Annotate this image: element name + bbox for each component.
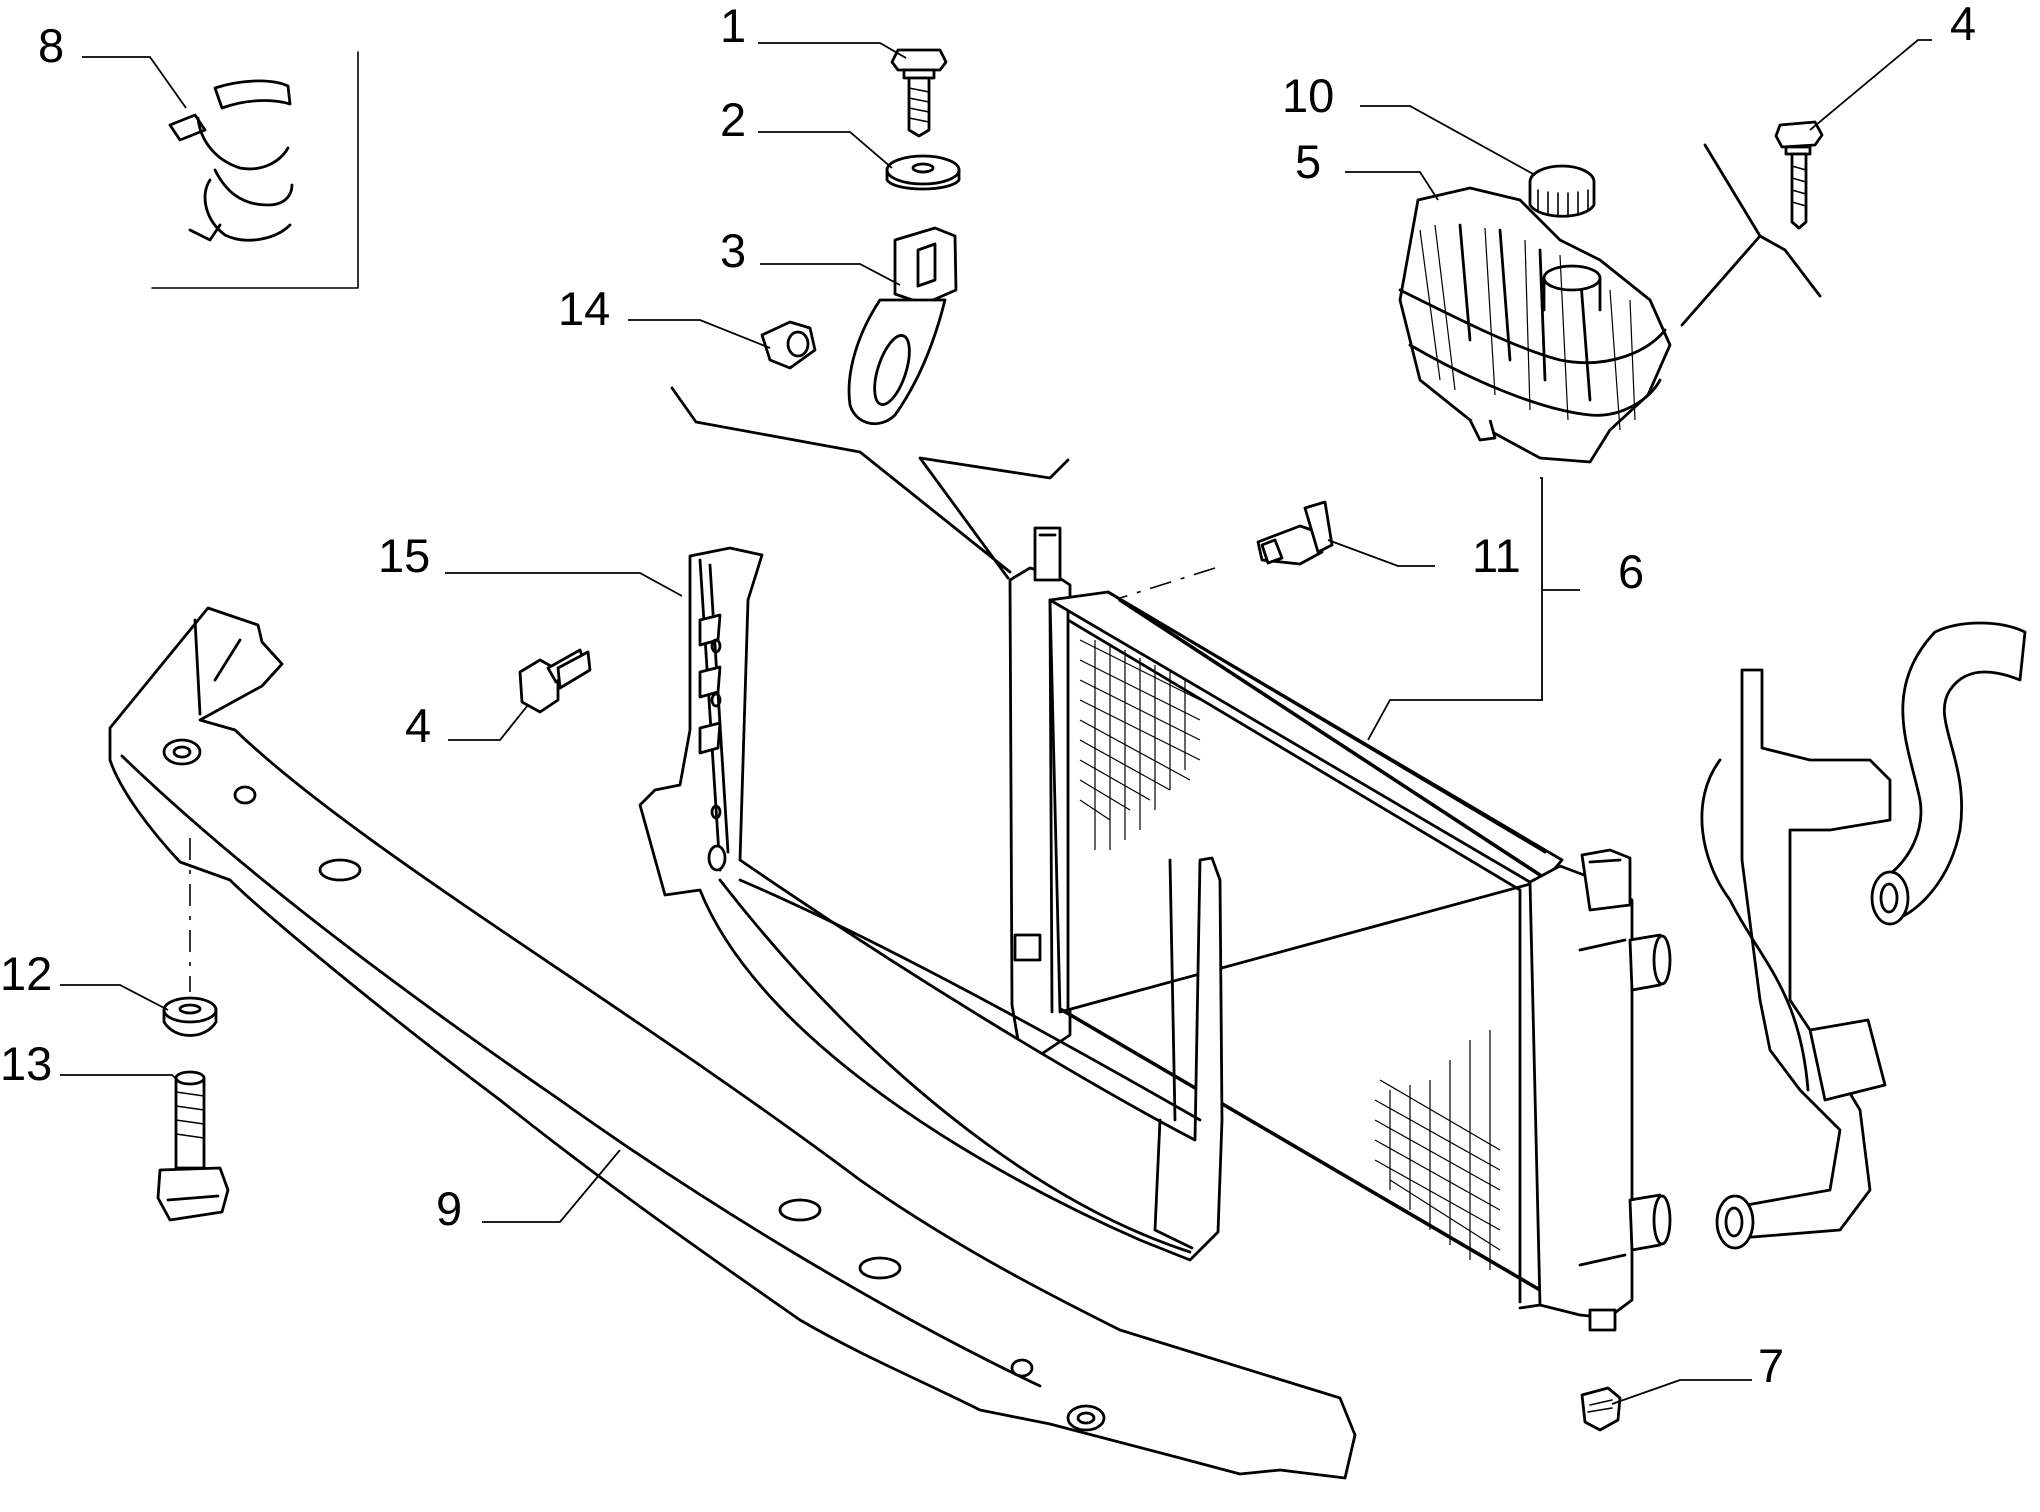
- leader-9: [482, 1149, 621, 1223]
- callout-1: 1: [720, 0, 746, 52]
- coolant-hoses: [1700, 621, 2027, 1250]
- part-15-fan-shroud: [638, 546, 1224, 1262]
- part-6-radiator: [1008, 526, 1672, 1332]
- leader-15: [445, 572, 683, 597]
- part-4-bolt-mid: [518, 648, 592, 714]
- part-7-drain-plug: [1580, 1386, 1622, 1432]
- leader-4-top: [1809, 39, 1932, 131]
- callout-3: 3: [720, 224, 746, 277]
- part-12-washer: [162, 996, 218, 1037]
- part-4-bolt-top: [1774, 120, 1824, 230]
- callout-11: 11: [1472, 529, 1521, 582]
- part-8-hose-clamp: [151, 51, 359, 289]
- callout-6: 6: [1618, 545, 1644, 598]
- leader-13: [60, 1074, 181, 1083]
- leader-1: [758, 42, 907, 59]
- leader-8: [82, 56, 187, 109]
- callout-5: 5: [1295, 135, 1321, 188]
- callout-12: 12: [0, 947, 52, 1000]
- callout-13: 13: [0, 1037, 52, 1090]
- part-14-nut: [760, 320, 817, 370]
- part-3-bracket: [847, 226, 958, 425]
- leader-11: [1327, 539, 1435, 567]
- leader-10: [1360, 105, 1536, 176]
- leader-7: [1611, 1379, 1752, 1405]
- callout-7: 7: [1758, 1339, 1784, 1392]
- part-1-bolt: [890, 48, 948, 138]
- callout-4-mid: 4: [405, 699, 431, 752]
- callout-4-top: 4: [1950, 0, 1976, 50]
- leader-3: [760, 263, 901, 286]
- leader-2: [758, 131, 893, 169]
- leader-12: [60, 984, 169, 1011]
- callout-9: 9: [436, 1182, 462, 1235]
- mount-lines-upper: [670, 386, 1070, 580]
- mount-lines-tank: [1680, 143, 1822, 327]
- callout-14: 14: [558, 282, 610, 335]
- leader-6: [1367, 477, 1580, 741]
- leader-5: [1345, 171, 1439, 201]
- part-9-cross-member: [108, 606, 1357, 1480]
- part-13-bolt: [156, 1070, 230, 1222]
- callout-8: 8: [38, 19, 64, 72]
- part-10-cap: [1528, 164, 1596, 218]
- callout-2: 2: [720, 93, 746, 146]
- part-2-washer: [885, 154, 961, 191]
- part-5-expansion-tank: [1398, 186, 1672, 464]
- part-11-connector: [1256, 500, 1334, 566]
- leader-4-mid: [448, 704, 529, 741]
- leader-14: [628, 319, 771, 349]
- dash-line-11: [1119, 567, 1216, 599]
- callout-15: 15: [378, 529, 430, 582]
- callout-10: 10: [1282, 69, 1334, 122]
